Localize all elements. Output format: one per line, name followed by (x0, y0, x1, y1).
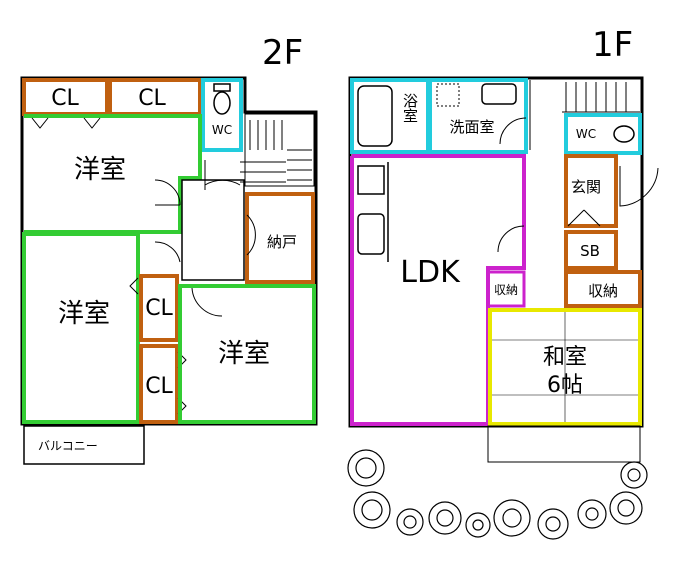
floor-label-2f: 2F (262, 33, 303, 73)
wc-1f-label: WC (576, 127, 596, 141)
western-room-1-label: 洋室 (74, 155, 126, 185)
wc-2f: WC (201, 78, 243, 152)
storage-room-2f-label: 納戸 (267, 233, 297, 251)
western-room-2: 洋室 (22, 232, 181, 424)
western-room-1: 洋室 (24, 114, 202, 234)
wc-1f: WC (564, 113, 642, 155)
washer-icon (436, 83, 460, 107)
closet-middle: CL (139, 274, 179, 342)
closet-door-icon (129, 277, 139, 295)
veranda (487, 425, 641, 463)
western-room-3: 洋室 (178, 284, 316, 424)
floor-label-1f: 1F (592, 25, 633, 65)
closet-door-icon (31, 117, 49, 129)
door-swing-icon (497, 225, 525, 253)
ldk-label: LDK (400, 255, 461, 290)
entrance-label: 玄関 (571, 178, 601, 196)
door-swing-icon (154, 241, 181, 263)
storage-1f-label: 収納 (588, 282, 618, 300)
closet-top-left-label: CL (51, 86, 79, 111)
entrance: 玄関 (564, 154, 659, 228)
japanese-room-label: 和室 (543, 345, 587, 370)
stairs-2f (240, 113, 315, 187)
balcony-label: バルコニー (38, 439, 98, 453)
wc-2f-label: WC (212, 123, 232, 137)
japanese-room: 和室 6帖 (488, 308, 642, 426)
kitchen-sink-icon (357, 213, 385, 255)
closet-lower: CL (139, 344, 187, 424)
door-swing-icon (191, 287, 223, 317)
balcony: バルコニー (23, 425, 145, 465)
washroom: 洗面室 (428, 78, 528, 154)
door-swing-icon (246, 214, 256, 256)
door-swing-icon (154, 179, 181, 206)
storage-small-label: 収納 (494, 283, 518, 297)
door-swing-icon (499, 117, 527, 145)
hall-2f (181, 179, 245, 281)
closet-middle-label: CL (145, 296, 173, 321)
outer-wall-2f (20, 76, 318, 426)
stove-icon (357, 165, 385, 195)
western-room-2-label: 洋室 (58, 299, 110, 329)
sink-icon (481, 83, 517, 105)
shrub-icons (347, 449, 648, 540)
storage-1f: 収納 (564, 270, 642, 308)
shoe-box-label: SB (580, 242, 600, 260)
washroom-label: 洗面室 (449, 118, 494, 136)
front-door-icon (619, 166, 659, 207)
western-room-3-label: 洋室 (218, 339, 270, 369)
closet-top-right: CL (108, 78, 202, 116)
storage-small-1f: 収納 (486, 270, 526, 308)
door-swing-icon (204, 160, 241, 190)
stairs-1f (529, 80, 640, 150)
ldk: LDK (350, 154, 526, 426)
toilet-icon (213, 91, 231, 115)
bathroom: 浴室 (350, 78, 430, 154)
bathtub-icon (357, 85, 393, 147)
shoe-box: SB (564, 230, 618, 270)
closet-top-right-label: CL (138, 86, 166, 111)
bath-label-line: 浴室 (401, 93, 419, 123)
closet-lower-label: CL (145, 374, 173, 399)
storage-room-2f: 納戸 (245, 192, 315, 284)
closet-top-left: CL (22, 78, 109, 116)
toilet-icon (613, 125, 635, 143)
japanese-room-size: 6帖 (547, 373, 583, 398)
